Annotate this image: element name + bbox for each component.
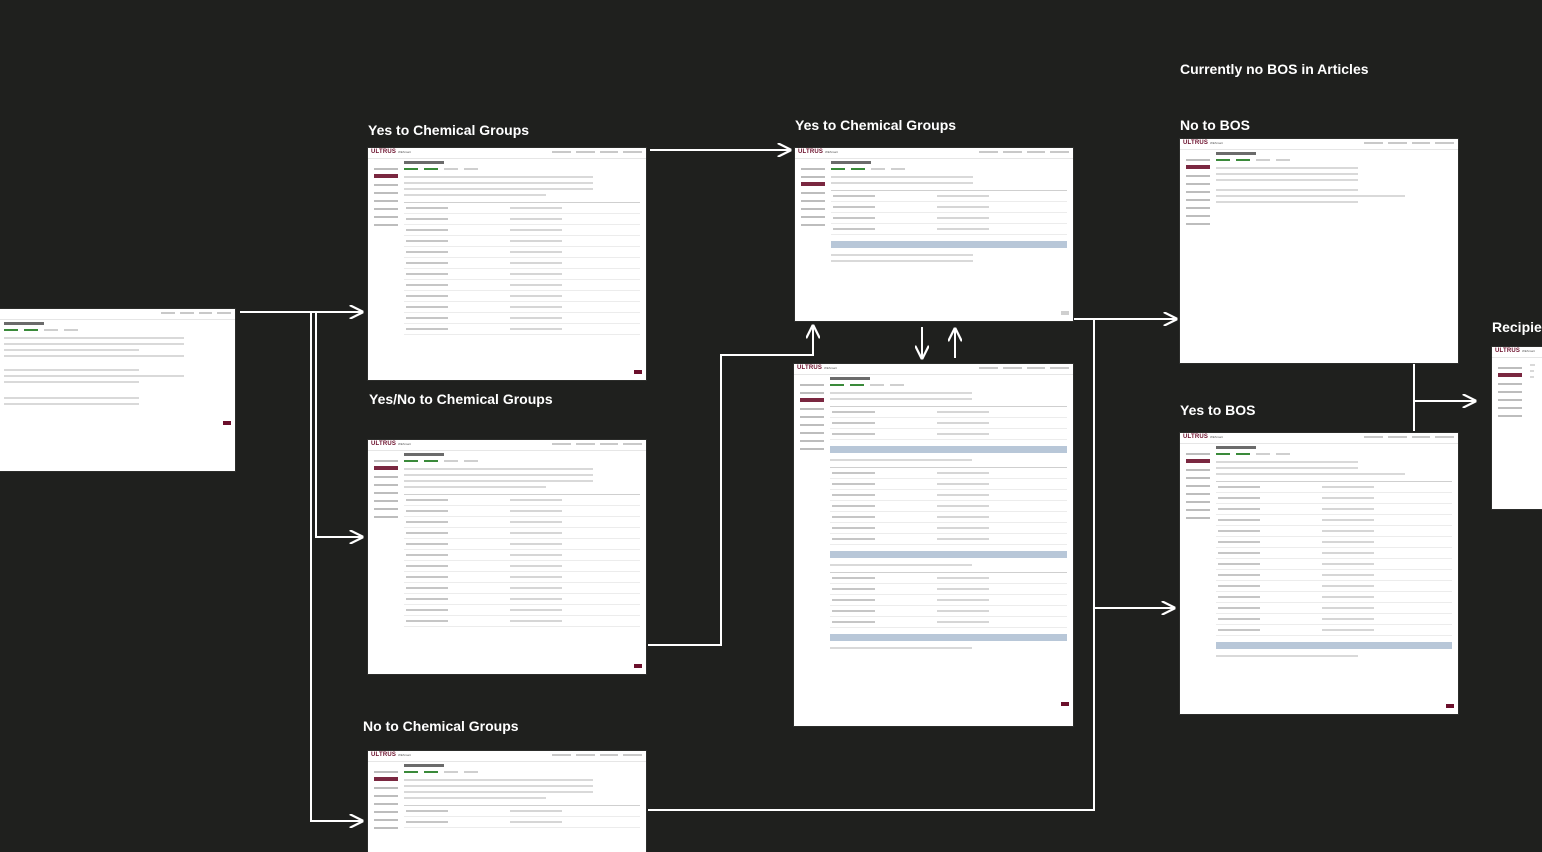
screen-yes-no-chemical-groups: ULTRUS WESmart bbox=[368, 440, 646, 674]
ultrus-logo: ULTRUS bbox=[797, 365, 823, 371]
ultrus-logo: ULTRUS bbox=[1183, 140, 1209, 146]
screen-source bbox=[0, 309, 235, 471]
screen-yes-to-bos: ULTRUS WESmart bbox=[1180, 433, 1458, 714]
ultrus-logo: ULTRUS bbox=[371, 441, 397, 447]
ultrus-logo: ULTRUS bbox=[1183, 434, 1209, 440]
label-yes-chemical-groups-2: Yes to Chemical Groups bbox=[795, 117, 957, 133]
screen-no-to-bos: ULTRUS WESmart bbox=[1180, 139, 1458, 363]
arrow-to-yes-no-chem bbox=[315, 312, 362, 537]
logo-sub: WESmart bbox=[1210, 435, 1223, 439]
logo-sub: WESmart bbox=[398, 442, 411, 446]
arrow-yes-no-to-middle bbox=[648, 326, 813, 646]
ultrus-logo: ULTRUS bbox=[371, 149, 397, 155]
label-currently-no-bos: Currently no BOS in Articles bbox=[1180, 61, 1369, 77]
logo-sub: WESmart bbox=[1522, 349, 1535, 353]
ultrus-logo: ULTRUS bbox=[798, 149, 824, 155]
logo-sub: WESmart bbox=[398, 150, 411, 154]
arrow-to-yes-bos bbox=[1093, 319, 1174, 608]
screen-no-chemical-groups: ULTRUS WESmart bbox=[368, 751, 646, 852]
arrow-to-no-chem bbox=[310, 312, 362, 821]
logo-sub: WESmart bbox=[1210, 141, 1223, 145]
label-yes-to-bos: Yes to BOS bbox=[1180, 402, 1256, 418]
label-recipient-partial: Recipie bbox=[1492, 319, 1542, 335]
label-no-to-bos: No to BOS bbox=[1180, 117, 1250, 133]
line-no-chem-to-trunk bbox=[648, 608, 1095, 811]
screen-yes-chemical-groups-detail: ULTRUS WESmart bbox=[795, 148, 1073, 321]
label-no-chemical-groups: No to Chemical Groups bbox=[363, 718, 519, 734]
ultrus-logo: ULTRUS bbox=[371, 752, 397, 758]
logo-sub: WESmart bbox=[398, 753, 411, 757]
screen-yes-chemical-groups: ULTRUS WESmart bbox=[368, 148, 646, 380]
label-yes-no-chemical-groups: Yes/No to Chemical Groups bbox=[369, 391, 553, 407]
logo-sub: WESmart bbox=[825, 150, 838, 154]
screen-chemical-groups-expanded: ULTRUS WESmart bbox=[794, 364, 1073, 726]
logo-sub: WESmart bbox=[824, 366, 837, 370]
label-yes-chemical-groups-1: Yes to Chemical Groups bbox=[368, 122, 530, 138]
ultrus-logo: ULTRUS bbox=[1495, 348, 1521, 354]
screen-recipient: ULTRUS WESmart bbox=[1492, 347, 1542, 509]
